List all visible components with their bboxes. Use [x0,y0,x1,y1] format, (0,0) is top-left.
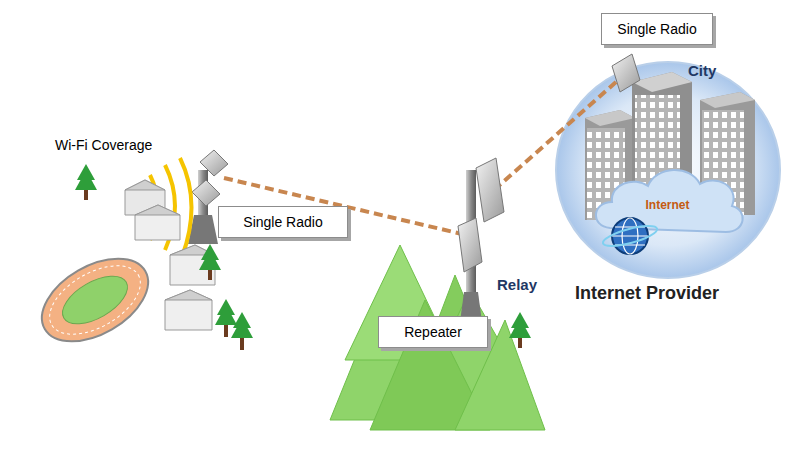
globe-icon [601,218,659,254]
box-label: Single Radio [243,214,322,230]
internet-cloud: Internet [590,158,745,246]
label-text: Relay [497,276,537,293]
box-label: Single Radio [617,21,696,37]
radio-label-box: Single Radio [601,13,713,45]
stadium [28,242,162,359]
radio-link [494,82,616,190]
mountains [330,245,545,430]
label-text: City [688,62,716,79]
cloud-label: Internet [645,198,689,212]
diagram-label: Relay [497,276,537,294]
diagram-label: Internet Provider [575,283,719,304]
city-antenna [612,54,640,92]
diagram-label: City [688,62,716,80]
radio-label-box: Repeater [378,316,488,348]
label-text: Wi-Fi Coverage [55,137,152,153]
radio-label-box: Single Radio [218,206,348,238]
box-label: Repeater [404,324,462,340]
diagram-label: Wi-Fi Coverage [55,136,152,154]
city-halo [556,62,780,278]
trees [75,164,531,350]
label-text: Internet Provider [575,283,719,303]
relay-antenna [458,158,504,322]
